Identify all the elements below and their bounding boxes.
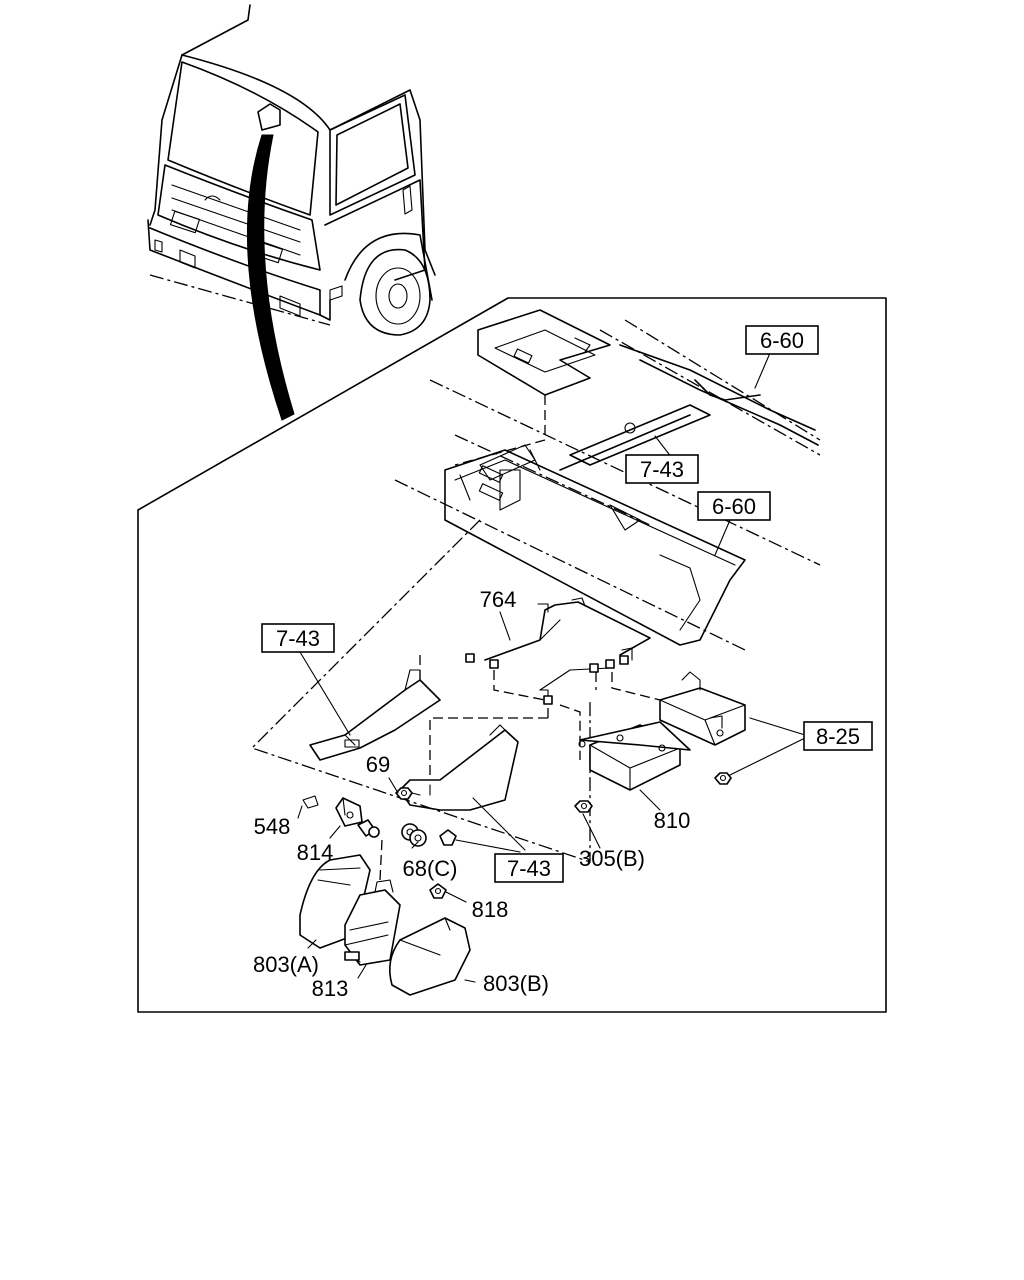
ref-6-60-mid[interactable]: 6-60 — [697, 491, 771, 521]
part-803b-label: 803(B) — [483, 971, 549, 996]
part-69-label: 69 — [366, 752, 390, 777]
svg-text:8-25: 8-25 — [816, 724, 860, 749]
covers-and-module — [299, 839, 471, 996]
truck-cab-illustration — [147, 4, 436, 421]
control-unit-810 — [578, 721, 691, 791]
mounting-brackets — [309, 655, 549, 811]
part-548-label: 548 — [254, 814, 291, 839]
harness-box — [659, 671, 746, 746]
svg-text:6-60: 6-60 — [712, 494, 756, 519]
svg-text:6-60: 6-60 — [760, 328, 804, 353]
part-305b-label: 305(B) — [579, 846, 645, 871]
part-764-label: 764 — [480, 587, 517, 612]
svg-text:7-43: 7-43 — [276, 626, 320, 651]
ref-7-43-crossmember[interactable]: 7-43 — [625, 454, 699, 484]
ref-7-43-bracket-bottom[interactable]: 7-43 — [494, 853, 564, 883]
part-818-label: 818 — [472, 897, 509, 922]
bracket-outline — [250, 519, 591, 863]
part-814-label: 814 — [297, 840, 334, 865]
detail-frame-border — [137, 297, 887, 1013]
leader-lines — [297, 352, 806, 983]
svg-text:7-43: 7-43 — [640, 457, 684, 482]
ref-8-25-harness[interactable]: 8-25 — [803, 721, 873, 751]
ref-7-43-bracket-left[interactable]: 7-43 — [261, 623, 335, 653]
hardware — [302, 772, 732, 899]
part-803a-label: 803(A) — [253, 952, 319, 977]
ref-6-60-top[interactable]: 6-60 — [745, 325, 819, 355]
part-810-label: 810 — [654, 808, 691, 833]
chassis-frame — [394, 309, 821, 651]
part-813-label: 813 — [312, 976, 349, 1001]
svg-text:7-43: 7-43 — [507, 856, 551, 881]
bracket-764 — [465, 597, 661, 760]
part-68c-label: 68(C) — [402, 856, 457, 881]
